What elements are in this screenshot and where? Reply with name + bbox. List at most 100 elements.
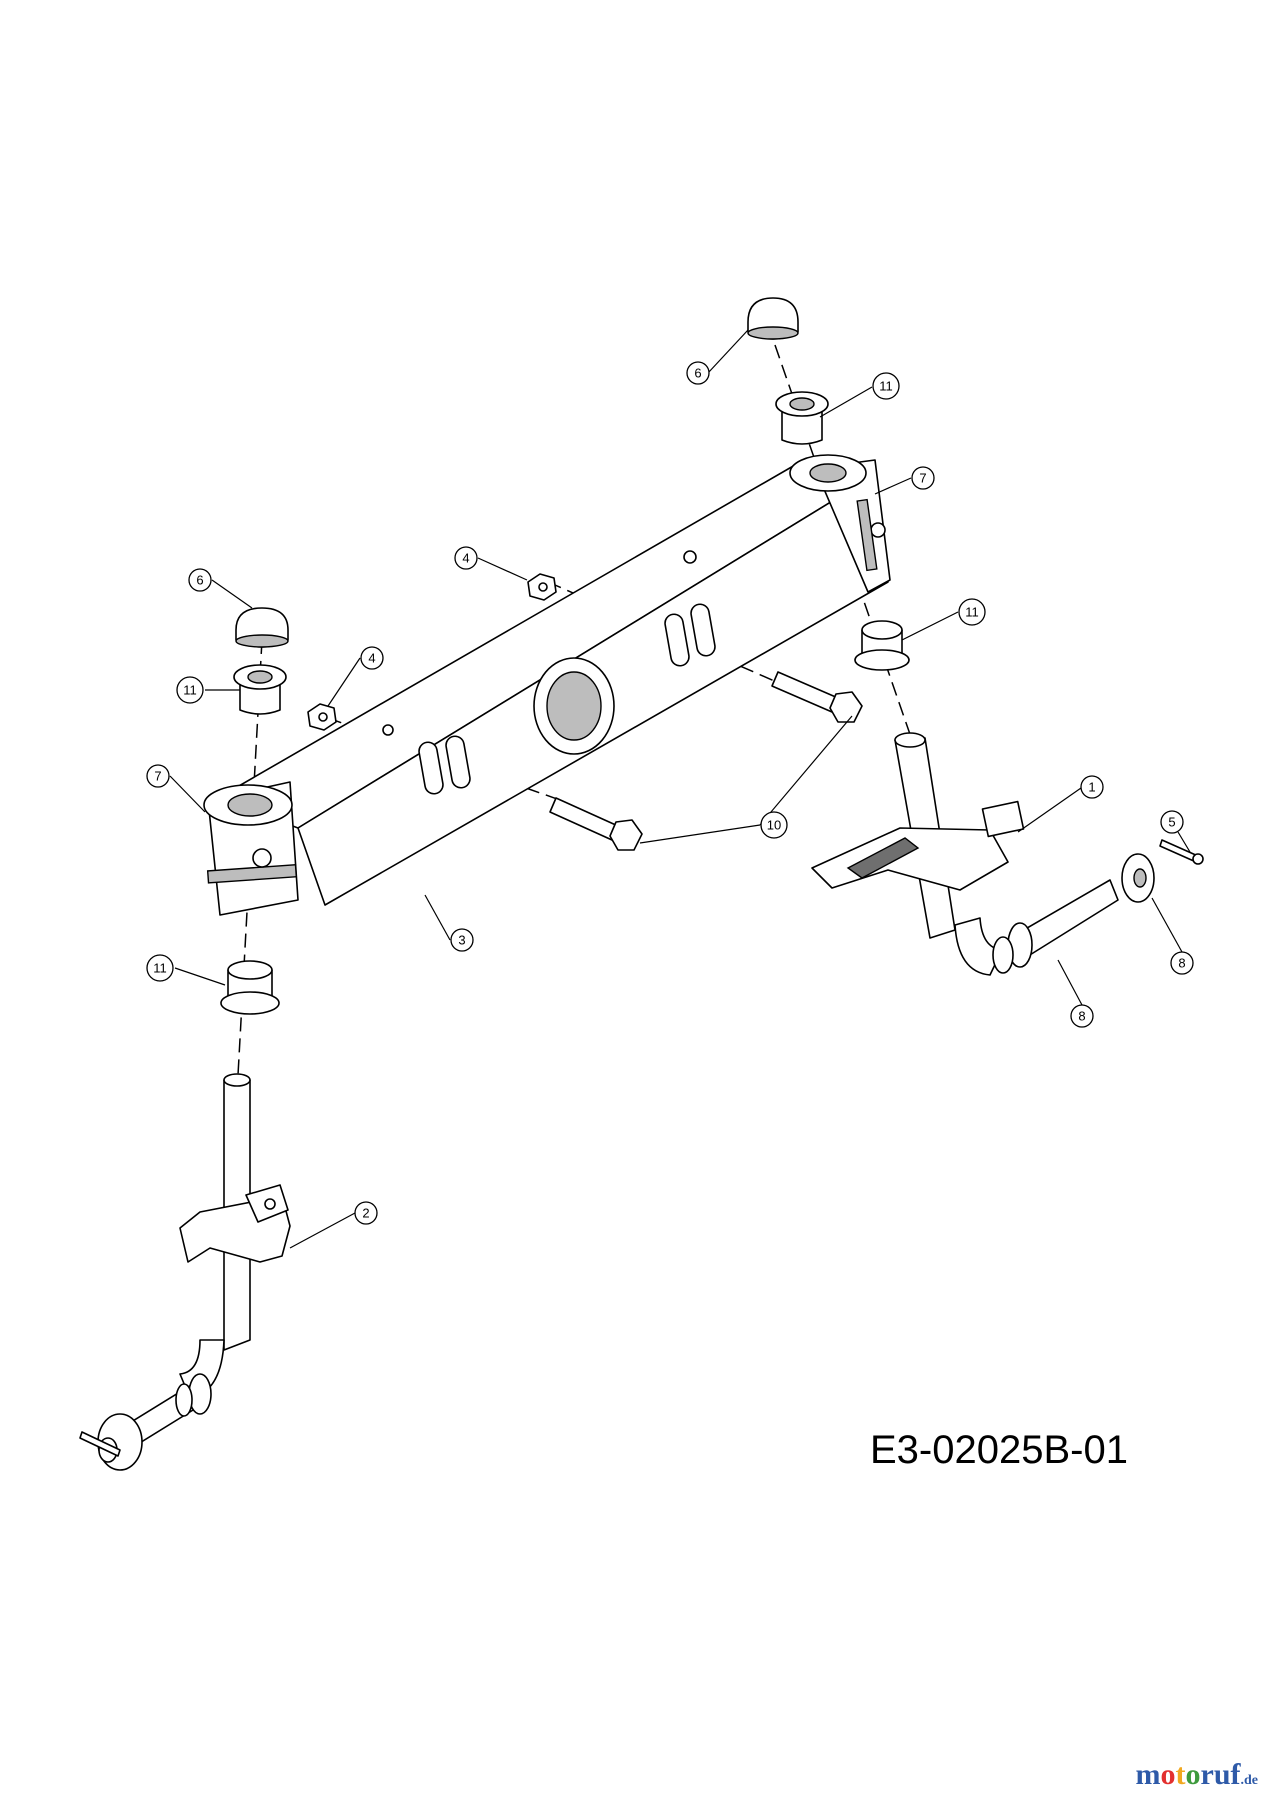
- leader-11b: [901, 611, 959, 641]
- cap-right: [747, 297, 799, 340]
- leader-11a: [819, 386, 873, 418]
- beam-hole: [382, 724, 394, 736]
- drawing-code: E3-02025B-01: [870, 1428, 1128, 1472]
- logo-suffix: .de: [1240, 1773, 1259, 1788]
- left-spindle: [79, 1073, 291, 1471]
- right-bracket-bore: [809, 463, 847, 483]
- callout-2: 2: [354, 1201, 378, 1225]
- callout-7a: 7: [146, 764, 170, 788]
- right-spindle-top: [894, 732, 926, 748]
- callout-11a: 11: [872, 372, 900, 400]
- svg-text:1: 1: [1088, 780, 1095, 795]
- logo-letter: o: [1160, 1758, 1176, 1791]
- bushing-right-top: [775, 391, 829, 445]
- bushing-body: [781, 409, 823, 445]
- nut-hole: [538, 582, 548, 592]
- left-arm-hole: [264, 1198, 276, 1210]
- bushing-bore: [789, 397, 815, 411]
- motoruf-logo: motoruf.de: [1136, 1758, 1259, 1792]
- leader-10a: [639, 824, 761, 844]
- left-bracket-bore: [227, 793, 273, 817]
- bushing-top: [861, 620, 903, 640]
- nut-upper: [527, 573, 557, 601]
- beam-slot: [664, 613, 690, 667]
- callout-8b: 8: [1170, 951, 1194, 975]
- callout-11b: 11: [958, 598, 986, 626]
- callout-1: 1: [1080, 775, 1104, 799]
- callout-6b: 6: [188, 568, 212, 592]
- logo-letter: m: [1135, 1758, 1161, 1791]
- beam-pivot-bore: [546, 671, 602, 741]
- leader-7b: [874, 477, 912, 495]
- beam-hole: [683, 550, 697, 564]
- svg-text:2: 2: [362, 1206, 369, 1221]
- bushing-left-bottom: [220, 960, 280, 1015]
- right-arm-tab: [981, 800, 1025, 838]
- callout-3: 3: [450, 928, 474, 952]
- svg-text:8: 8: [1178, 956, 1185, 971]
- callout-8a: 8: [1070, 1004, 1094, 1028]
- right-bracket-bolt: [870, 522, 886, 538]
- svg-text:3: 3: [458, 933, 465, 948]
- svg-text:6: 6: [694, 366, 701, 381]
- leader-2: [289, 1212, 356, 1249]
- left-cotter-pin: [79, 1431, 121, 1457]
- bolt-head: [829, 691, 863, 723]
- bolt-lower: [549, 797, 643, 851]
- bolt-upper: [771, 671, 863, 723]
- bolt-shank: [549, 797, 619, 841]
- right-steering-arm: [811, 827, 1009, 891]
- leader-10b: [759, 715, 853, 826]
- callout-7b: 7: [911, 466, 935, 490]
- cotter-pin-eye: [1192, 853, 1204, 865]
- svg-text:6: 6: [196, 573, 203, 588]
- bushing-bore: [247, 670, 273, 684]
- callout-10: 10: [760, 811, 788, 839]
- svg-text:11: 11: [183, 683, 197, 698]
- leader-5: [1177, 831, 1191, 853]
- leader-8a: [1057, 959, 1083, 1006]
- svg-text:7: 7: [154, 769, 161, 784]
- left-bracket-bolt: [252, 848, 272, 868]
- bolt-shank: [771, 671, 839, 713]
- svg-text:11: 11: [153, 961, 167, 976]
- right-arm-rib: [846, 837, 920, 879]
- callout-11d: 11: [146, 954, 174, 982]
- left-end-bracket: [203, 781, 299, 916]
- left-inner-spacer: [188, 1373, 212, 1415]
- beam-slot: [418, 741, 444, 795]
- logo-letter: o: [1185, 1758, 1201, 1791]
- leader-6a: [707, 329, 749, 374]
- bushing-left-top: [233, 664, 287, 715]
- logo-letter: ruf: [1200, 1758, 1241, 1791]
- nut-hole: [318, 712, 328, 722]
- leader-3: [424, 894, 451, 941]
- leader-8b: [1151, 897, 1183, 953]
- right-end-bracket: [789, 454, 891, 593]
- cap-left: [235, 607, 289, 648]
- bushing-flange: [220, 991, 280, 1015]
- nut-lower: [307, 703, 337, 731]
- logo-letter: t: [1175, 1758, 1186, 1791]
- callout-11c: 11: [176, 676, 204, 704]
- bushing-flange: [854, 649, 910, 671]
- left-inner-washer: [175, 1383, 193, 1417]
- leader-4b: [327, 657, 361, 707]
- left-bracket-band: [206, 864, 298, 884]
- beam-slot: [690, 603, 716, 657]
- callout-5: 5: [1160, 810, 1184, 834]
- leader-1: [1017, 787, 1082, 833]
- svg-text:8: 8: [1078, 1009, 1085, 1024]
- right-axle-stub: [992, 839, 1204, 974]
- right-inner-spacer: [992, 936, 1014, 974]
- callouts: 1 2 3 4 4 5 6 6 7 7 8 8 10 11 11 11 11: [146, 361, 1194, 1225]
- left-spindle-top: [223, 1073, 251, 1087]
- cap-right-rim: [747, 326, 799, 340]
- callout-4a: 4: [454, 546, 478, 570]
- svg-text:11: 11: [965, 605, 979, 620]
- right-bracket-band: [856, 498, 878, 572]
- leader-7a: [169, 775, 206, 813]
- bushing-body: [239, 682, 281, 715]
- svg-text:10: 10: [767, 818, 781, 833]
